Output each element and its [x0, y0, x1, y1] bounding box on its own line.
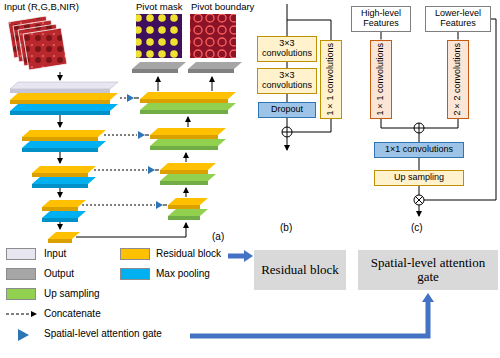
legend-swatch	[6, 288, 36, 300]
pointer-arrow	[190, 301, 428, 336]
input-images	[8, 16, 67, 70]
pointer-arrow-head	[244, 250, 253, 262]
feature-box: High-level Features	[351, 6, 411, 32]
attention-gate-sample	[18, 329, 29, 341]
figure-label: Pivot mask	[136, 1, 182, 12]
figure-label: (c)	[411, 222, 423, 234]
figure-label: Input (R,G,B,NIR)	[4, 1, 79, 12]
concatenate-sample	[6, 314, 31, 315]
node-text: High-level Features	[354, 9, 408, 29]
node-text: 2×2 convolutions	[453, 43, 463, 116]
node-text: 1×1 convolutions	[376, 43, 386, 116]
legend-swatch	[6, 248, 36, 260]
pointer-arrow-head	[422, 293, 434, 302]
legend-text: Max pooling	[156, 268, 210, 280]
legend-text: Residual block	[156, 248, 221, 260]
conv-box: 3×3 convolutions	[257, 36, 317, 62]
upsampling-box: Up sampling	[374, 170, 464, 186]
legend-text: Spatial-level attention gate	[44, 328, 162, 340]
node-text: Up sampling	[394, 173, 444, 183]
node-text: Spatial-level attention gate	[360, 256, 496, 285]
callout-box: Residual block	[254, 250, 346, 290]
pointer-arrow	[228, 254, 245, 259]
pivot-mask-image	[136, 14, 182, 58]
legend-swatch	[120, 248, 150, 260]
connector	[419, 158, 420, 170]
connector	[287, 94, 288, 102]
legend-swatch	[120, 268, 150, 280]
attention-wiring	[381, 19, 496, 216]
figure-label: (a)	[212, 231, 224, 243]
decoder	[76, 62, 242, 237]
figure-label: Pivot boundary	[191, 1, 254, 12]
node-text: 3×3 convolutions	[260, 71, 314, 91]
legend-text: Concatenate	[44, 308, 101, 320]
conv-box: 3×3 convolutions	[257, 68, 317, 94]
pivot-boundary-image	[190, 14, 236, 58]
legend-text: Up sampling	[44, 288, 100, 300]
legend-swatch	[6, 268, 36, 280]
concatenate-sample-head	[31, 311, 37, 317]
conv-box: 1×1 convolutions	[320, 40, 342, 119]
node-text: Residual block	[261, 263, 339, 277]
conv-box: 1×1 convolutions	[370, 40, 392, 119]
encoder	[10, 72, 118, 243]
node-text: 1×1 convolutions	[326, 43, 336, 116]
node-text: Dropout	[271, 105, 303, 115]
connector	[458, 32, 459, 40]
node-text: 3×3 convolutions	[260, 39, 314, 59]
figure-label: (b)	[280, 222, 292, 234]
connector	[381, 32, 382, 40]
callout-box: Spatial-level attention gate	[358, 250, 498, 290]
legend-text: Output	[44, 268, 74, 280]
legend-text: Input	[44, 248, 66, 260]
conv-box: 2×2 convolutions	[447, 40, 469, 119]
dropout-box: Dropout	[258, 102, 316, 118]
conv-box: 1×1 convolutions	[374, 142, 464, 158]
skip-connections	[82, 94, 167, 209]
feature-box: Lower-level Features	[425, 6, 491, 32]
node-text: 1×1 convolutions	[385, 145, 453, 155]
node-text: Lower-level Features	[428, 9, 488, 29]
